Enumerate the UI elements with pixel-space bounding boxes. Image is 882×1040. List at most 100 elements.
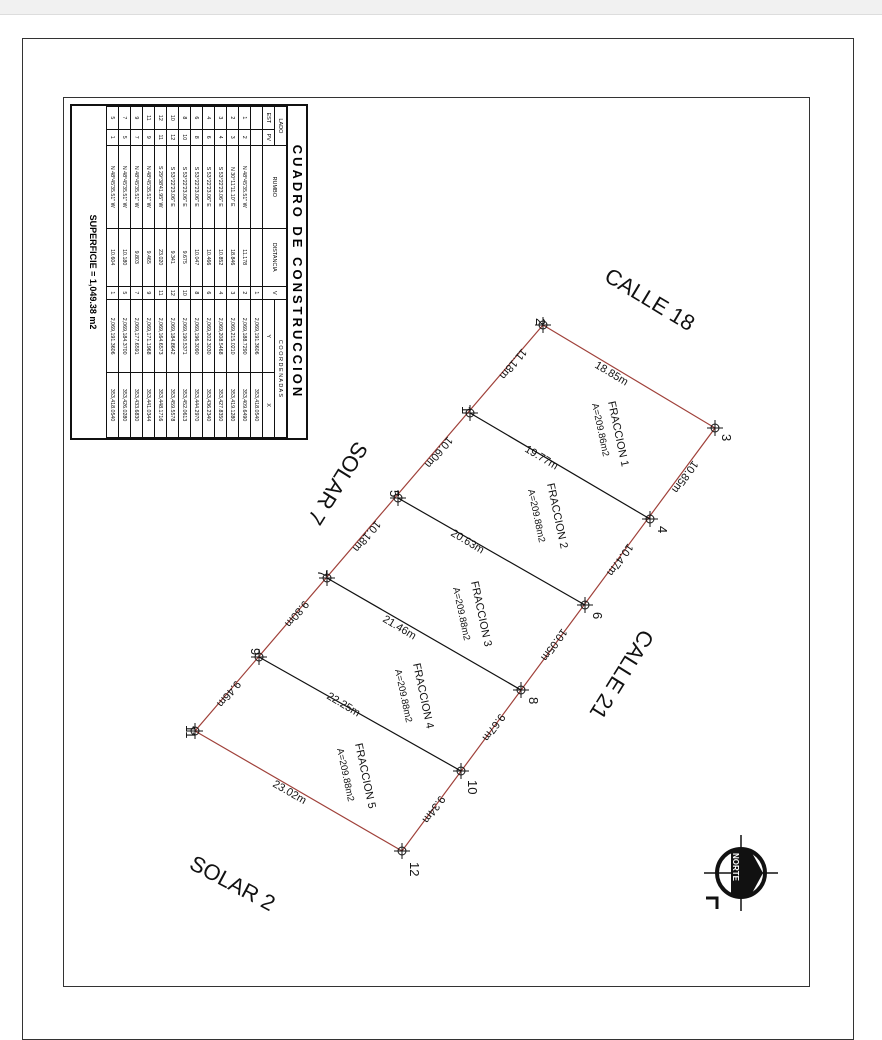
cell-v: 4	[214, 286, 227, 300]
fraction-area: A=209.88m2	[334, 747, 356, 802]
table-row: 1 2,069,191.3606 353,418.0540	[250, 106, 263, 438]
division-5-6	[397, 497, 586, 606]
cell-x: 353,448.1716	[154, 372, 167, 438]
viewer-top-bar	[0, 0, 882, 15]
cell-rumbo: N 48°45'35.51" W	[142, 145, 155, 229]
header-est: EST	[262, 106, 275, 130]
cell-v: 9	[142, 286, 155, 300]
cell-est: 9	[130, 106, 143, 130]
vertex-marker-icon	[187, 723, 203, 739]
cell-est: 10	[166, 106, 179, 130]
vertex-marker-icon	[707, 420, 723, 436]
cell-rumbo: S 53°22'23.06" E	[202, 145, 215, 229]
bottom-length: 23.02m	[271, 778, 309, 807]
division-1-4	[469, 412, 651, 520]
header-y: Y	[262, 299, 275, 373]
vertex-marker-icon	[319, 570, 335, 586]
vertex-marker-icon	[251, 649, 267, 665]
fraction-area: A=209.88m2	[392, 668, 414, 723]
cell-v: 11	[154, 286, 167, 300]
vertex-marker-icon	[642, 511, 658, 527]
fraction-area: A=209.88m2	[450, 586, 472, 641]
cell-est: 7	[118, 106, 131, 130]
cell-y: 2,069,190.5371	[178, 299, 191, 373]
north-label: NORTE	[731, 853, 740, 882]
cell-rumbo: N 48°45'35.51" W	[238, 145, 251, 229]
left-length: 9.46m	[214, 678, 243, 709]
left-length: 11.18m	[497, 346, 529, 381]
cell-rumbo: N 48°45'35.51" W	[118, 145, 131, 229]
cell-x: 353,436.2340	[202, 372, 215, 438]
cell-pv: 2	[238, 129, 251, 146]
cell-rumbo: N 48°45'35.51" W	[130, 145, 143, 229]
left-length: 10.18m	[350, 518, 383, 554]
right-length: 10.05m	[538, 626, 569, 663]
cell-dist: 23.020	[154, 228, 167, 287]
header-x: X	[262, 372, 275, 438]
fraction-length: 22.25m	[324, 690, 362, 719]
right-length: 9.34m	[420, 793, 448, 825]
fraction-name: FRACCION 1	[605, 400, 631, 468]
cell-y: 2,069,164.6573	[154, 299, 167, 373]
cell-pv: 10	[178, 129, 191, 146]
cell-pv: 11	[154, 129, 167, 146]
cell-y: 2,069,202.3030	[202, 299, 215, 373]
cell-y: 2,069,208.5468	[214, 299, 227, 373]
cell-pv: 12	[166, 129, 179, 146]
cell-rumbo: N 48°45'35.51" W	[106, 145, 119, 229]
street-calle-18: CALLE 18	[600, 263, 699, 336]
cell-dist: 9.341	[166, 228, 179, 287]
cell-pv: 1	[106, 129, 119, 146]
cell-pv: 3	[226, 129, 239, 146]
cell-y: 2,069,177.6591	[130, 299, 143, 373]
cell-y: 2,069,184.3700	[118, 299, 131, 373]
cell-y: 2,069,171.1968	[142, 299, 155, 373]
cell-rumbo: S 29°38'41.95" W	[154, 145, 167, 229]
vertex-marker-icon	[453, 763, 469, 779]
cell-rumbo: S 53°22'23.06" E	[190, 145, 203, 229]
cell-rumbo: N 30°11'11.10" E	[226, 145, 239, 229]
point-label: 3	[719, 434, 734, 441]
cell-est: 4	[202, 106, 215, 130]
cell-pv: 5	[118, 129, 131, 146]
street-calle-21: CALLE 21	[585, 625, 659, 723]
cell-rumbo: S 53°22'23.06" E	[178, 145, 191, 229]
cell-dist: 11.178	[238, 228, 251, 287]
cell-dist: 10.047	[190, 228, 203, 287]
fraction-name: FRACCION 2	[544, 482, 570, 550]
header-lado: LADO	[274, 106, 287, 146]
cell-pv: 4	[214, 129, 227, 146]
left-length: 10.60m	[422, 434, 455, 470]
fraction-length: 21.46m	[380, 613, 418, 642]
cell-pv: 6	[202, 129, 215, 146]
fraction-length: 18.85m	[592, 359, 630, 388]
fraction-length: 20.63m	[448, 527, 486, 556]
right-length: 10.85m	[669, 458, 700, 495]
cell-est: 1	[238, 106, 251, 130]
cell-y: 2,069,196.3090	[190, 299, 203, 373]
construction-table-grid: LADO RUMBO DISTANCIA V C O O R D E N A D…	[106, 106, 287, 438]
cell-v: 3	[226, 286, 239, 300]
point-label: 4	[655, 526, 670, 533]
header-distancia: DISTANCIA	[262, 228, 287, 287]
cell-x: 353,418.0540	[250, 372, 263, 438]
table-title: CUADRO DE CONSTRUCCION	[287, 106, 306, 438]
cell-pv: 8	[190, 129, 203, 146]
cell-dist: 10.604	[106, 228, 119, 287]
point-label: 10	[465, 780, 480, 794]
left-length: 9.80m	[282, 598, 311, 629]
division-7-8	[326, 577, 522, 691]
cell-est: 3	[214, 106, 227, 130]
cell-x: 353,419.1280	[226, 372, 239, 438]
cell-v: 10	[178, 286, 191, 300]
cell-v: 8	[190, 286, 203, 300]
cell-y: 2,069,188.7290	[238, 299, 251, 373]
